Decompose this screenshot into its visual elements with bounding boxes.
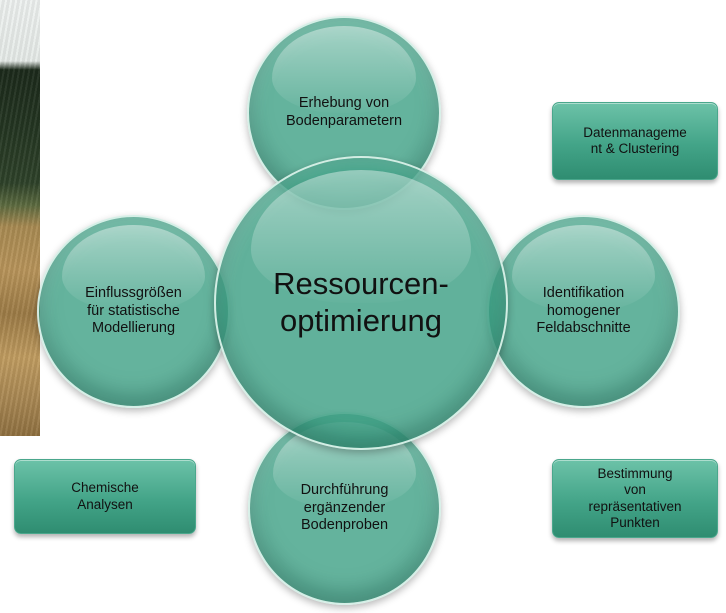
box-datenmanagement-label: Datenmanageme nt & Clustering (583, 124, 687, 156)
circle-bottom-label: Durchführung ergänzender Bodenproben (300, 481, 389, 534)
box-bestimmung: Bestimmung von repräsentativen Punkten (552, 459, 718, 538)
center-circle: Ressourcen- optimierung (214, 156, 508, 450)
center-circle-label: Ressourcen- optimierung (273, 266, 449, 338)
box-bestimmung-label: Bestimmung von repräsentativen Punkten (588, 466, 682, 530)
circle-left: Einflussgrößen für statistische Modellie… (37, 215, 230, 408)
field-landscape-photo (0, 0, 40, 436)
circle-right: Identifikation homogener Feldabschnitte (487, 215, 680, 408)
circle-top-label: Erhebung von Bodenparametern (285, 95, 403, 129)
box-chemische-analysen-label: Chemische Analysen (71, 480, 139, 512)
circle-right-label: Identifikation homogener Feldabschnitte (536, 284, 631, 337)
box-datenmanagement: Datenmanageme nt & Clustering (552, 102, 718, 180)
circle-left-label: Einflussgrößen für statistische Modellie… (85, 284, 182, 337)
box-chemische-analysen: Chemische Analysen (14, 459, 196, 534)
